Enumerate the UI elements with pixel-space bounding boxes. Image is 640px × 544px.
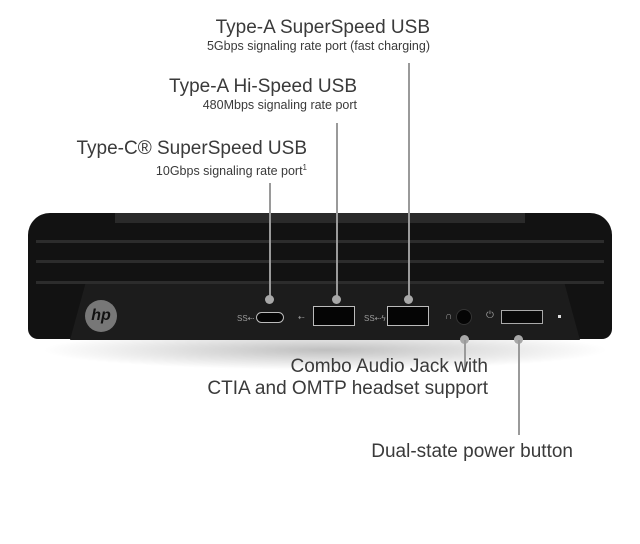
leader-dot-usb-c <box>265 295 274 304</box>
callout-audio-jack: Combo Audio Jack with CTIA and OMTP head… <box>207 356 488 400</box>
callout-subtitle: 10Gbps signaling rate port <box>155 164 303 179</box>
leader-line-usb-a-hispeed <box>336 123 338 298</box>
leader-line-power <box>518 340 520 435</box>
leader-line-usb-a-superspeed <box>408 63 410 298</box>
leader-dot-usb-a-hispeed <box>332 295 341 304</box>
vent-groove <box>36 260 604 263</box>
callout-line: CTIA and OMTP headset support <box>207 378 488 399</box>
vent-groove <box>36 240 604 243</box>
headset-icon: ∩ <box>445 311 453 322</box>
callout-power-button: Dual-state power button <box>371 441 573 463</box>
superspeed-icon: SS⇠ <box>237 314 255 323</box>
usb-c-port <box>256 312 284 323</box>
audio-jack <box>456 309 472 325</box>
leader-dot-audio <box>460 335 469 344</box>
callout-title: Type-C® SuperSpeed USB <box>76 138 307 159</box>
chassis-top <box>115 213 525 223</box>
leader-line-audio <box>464 340 466 370</box>
usb-a-hispeed-port <box>313 306 355 326</box>
superspeed-charging-icon: SS⇠ϟ <box>364 314 386 323</box>
callout-subtitle: 5Gbps signaling rate port (fast charging… <box>206 39 430 53</box>
usb-a-superspeed-port <box>387 306 429 326</box>
callout-usb-a-superspeed: Type-A SuperSpeed USB 5Gbps signaling ra… <box>207 17 430 54</box>
footnote-marker: 1 <box>302 163 307 172</box>
power-icon: ⏻ <box>486 310 494 321</box>
hp-logo: hp <box>85 300 117 332</box>
power-button[interactable] <box>501 310 543 324</box>
callout-title: Type-A SuperSpeed USB <box>215 17 430 38</box>
leader-dot-usb-a-superspeed <box>404 295 413 304</box>
callout-title: Dual-state power button <box>371 441 573 462</box>
callout-usb-a-hispeed: Type-A Hi-Speed USB 480Mbps signaling ra… <box>169 76 357 113</box>
callout-subtitle: 480Mbps signaling rate port <box>202 98 357 112</box>
vent-groove <box>36 281 604 284</box>
leader-line-usb-c <box>269 183 271 298</box>
callout-line: Combo Audio Jack with <box>290 356 489 377</box>
usb-icon: ⇠ <box>298 313 305 322</box>
leader-dot-power <box>514 335 523 344</box>
power-led <box>558 315 561 318</box>
callout-title: Type-A Hi-Speed USB <box>169 76 357 97</box>
callout-usb-c: Type-C® SuperSpeed USB 10Gbps signaling … <box>76 138 307 179</box>
